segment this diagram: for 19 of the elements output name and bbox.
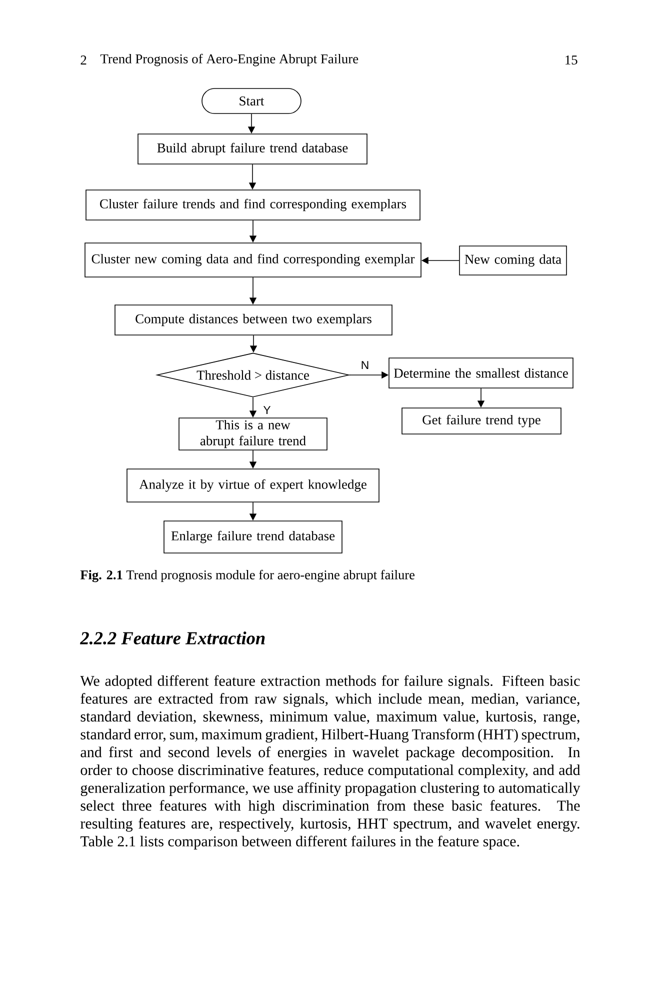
process-box: Cluster new coming data and find corresponding exemplar xyxy=(84,242,422,278)
figure-caption: Fig. 2.1 Trend prognosis module for aero-engine abrupt failure xyxy=(80,570,414,582)
process-box: New coming data xyxy=(459,246,567,276)
chapter-number: 2 xyxy=(80,56,86,64)
process-box: Get failure trend type xyxy=(402,408,562,434)
process-box: Enlarge failure trend database xyxy=(164,520,342,554)
section-heading: 2.2.2 Feature Extraction xyxy=(80,632,265,644)
process-box: Build abrupt failure trend database xyxy=(138,134,368,164)
page-number: 15 xyxy=(566,56,578,64)
edge-label: N xyxy=(360,360,370,370)
process-box: Analyze it by virtue of expert knowledge xyxy=(126,468,380,502)
running-head: Trend Prognosis of Aero-Engine Abrupt Failure xyxy=(100,54,358,66)
process-box: Cluster failure trends and find corresponding exemplars xyxy=(86,190,420,220)
body-paragraph: We adopted different feature extraction methods for failure signals. Fifteen basic features are extracted from raw signals, which include mean, median, variance, standard deviation, skewness, minimum value, maximum value, kurtosis, range, standard error, sum, maximum gradient, Hilbert-Huang Transform (HHT) spectrum, and first and second levels of energies in wavelet package decomposition. In order to choose discriminative features, reduce computational complexity, and add generalization performance, we use affinity propagation clustering to automatically select three features with high discrimination from these basic features. The resulting features are, respectively, kurtosis, HHT spectrum, and wavelet energy. Table 2.1 lists comparison between different failures in the feature space. xyxy=(80,675,580,850)
process-box: Compute distances between two exemplars xyxy=(114,304,392,336)
edge-label: Y xyxy=(262,405,272,415)
start-terminal: Start xyxy=(202,88,302,114)
process-box: Determine the smallest distance xyxy=(388,358,574,388)
process-box: This is a new abrupt failure trend xyxy=(178,418,328,450)
